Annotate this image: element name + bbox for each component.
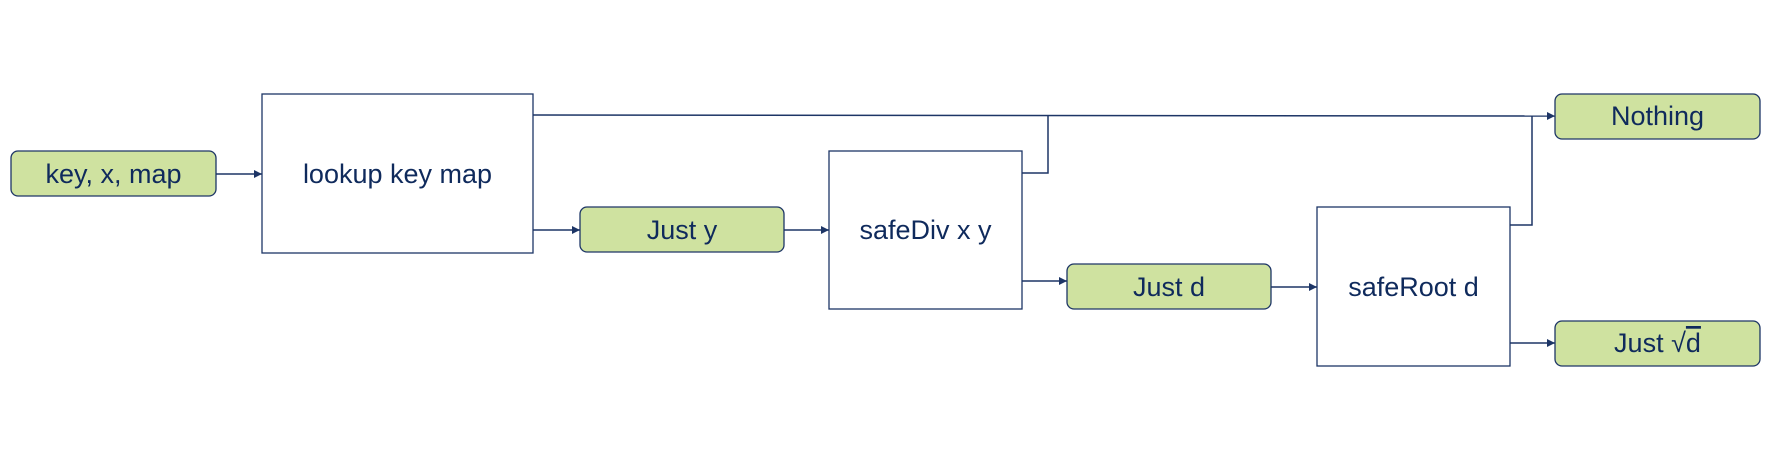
node-just-y: Just y — [579, 206, 785, 253]
node-nothing: Nothing — [1554, 93, 1761, 140]
saferoot-box — [1316, 206, 1511, 367]
just-y-label: Just y — [647, 215, 718, 245]
nothing-label: Nothing — [1611, 101, 1704, 131]
nothing-pill — [1554, 93, 1761, 140]
radical-sign: √ — [1671, 328, 1686, 358]
node-just-d: Just d — [1066, 263, 1272, 310]
lookup-box — [261, 93, 534, 254]
safediv-box — [828, 150, 1023, 310]
lookup-label: lookup key map — [303, 159, 492, 189]
safediv-label: safeDiv x y — [859, 215, 992, 245]
just-sqrt-d-pill — [1554, 320, 1761, 367]
radicand: d — [1686, 328, 1701, 358]
edge-saferoot-to-nothing — [1510, 116, 1533, 226]
node-just-sqrt-d: Just √d — [1554, 320, 1761, 367]
node-saferoot: safeRoot d — [1316, 206, 1511, 367]
node-input: key, x, map — [10, 150, 217, 197]
edge-lookup-to-nothing — [532, 111, 1556, 120]
just-d-pill — [1066, 263, 1272, 310]
saferoot-label: safeRoot d — [1348, 272, 1479, 302]
edge-safediv-to-nothing — [1022, 116, 1049, 174]
input-pill — [10, 150, 217, 197]
connectors — [216, 111, 1556, 347]
just-y-pill — [579, 206, 785, 253]
just-prefix: Just — [1614, 328, 1664, 358]
input-label: key, x, map — [45, 159, 181, 189]
just-sqrt-d-label: Just √d — [1614, 328, 1701, 358]
node-lookup: lookup key map — [261, 93, 534, 254]
just-d-label: Just d — [1133, 272, 1205, 302]
node-safediv: safeDiv x y — [828, 150, 1023, 310]
